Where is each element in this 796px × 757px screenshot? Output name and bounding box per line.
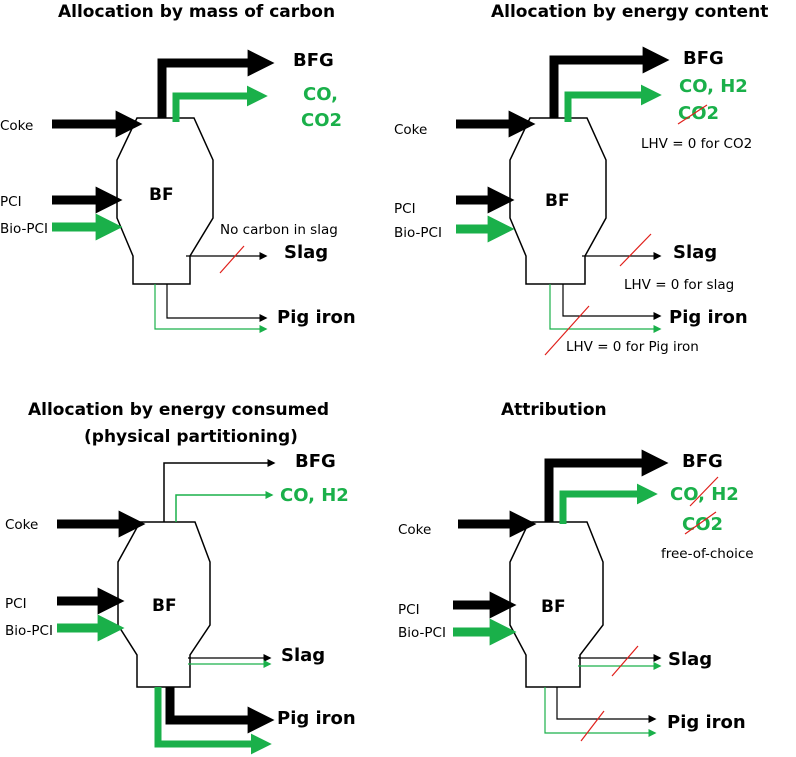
panel-title: Allocation by mass of carbon — [58, 2, 335, 22]
bfg-label: BFG — [682, 451, 723, 472]
furnace-label: BF — [541, 597, 566, 617]
pci-label: PCI — [0, 194, 22, 210]
energy-species-arrow — [175, 491, 274, 522]
bio-pci-label: Bio-PCI — [394, 225, 442, 241]
bio-pci-label: Bio-PCI — [398, 625, 446, 641]
furnace-label: BF — [545, 191, 570, 211]
co2-strike — [684, 511, 717, 535]
slag-strike — [619, 233, 652, 267]
panel-title: Allocation by energy content — [491, 2, 768, 22]
slag-label: Slag — [284, 242, 328, 263]
pig-iron-attributed-arrow — [544, 687, 657, 737]
pig-iron-energy-arrow — [154, 687, 272, 755]
pig-iron-strike — [580, 710, 605, 742]
furnace-label: BF — [149, 185, 174, 205]
pig-iron-arrow — [556, 687, 657, 723]
pig-iron-label: Pig iron — [669, 307, 748, 328]
coke-label: Coke — [398, 522, 431, 538]
slag-note: LHV = 0 for slag — [624, 277, 734, 293]
bio-pci-label: Bio-PCI — [5, 623, 53, 639]
pci-label: PCI — [398, 602, 420, 618]
pig-iron-carbon-arrow — [154, 284, 268, 333]
bfg-arrow — [549, 46, 670, 118]
panel-energy-content: Allocation by energy content BF Coke PCI… — [394, 2, 768, 356]
pig-iron-label: Pig iron — [277, 307, 356, 328]
pig-iron-arrow — [562, 284, 662, 320]
h2-strike — [689, 476, 719, 507]
pig-iron-carbon-arrow — [549, 284, 662, 333]
bfg-species-line-1: CO, — [303, 84, 338, 105]
bfg-note: free-of-choice — [661, 546, 754, 562]
coke-label: Coke — [0, 118, 33, 134]
slag-strike — [219, 245, 245, 274]
slag-note: No carbon in slag — [220, 222, 338, 238]
panel-title-line-2: (physical partitioning) — [84, 427, 298, 447]
panel-mass-of-carbon: Allocation by mass of carbon BF Coke PCI… — [0, 2, 356, 333]
panel-title: Attribution — [501, 400, 607, 420]
bfg-species-line-2: CO2 — [678, 103, 719, 124]
bfg-arrow — [163, 459, 276, 522]
energy-species-arrow — [564, 84, 662, 122]
bio-pci-label: Bio-PCI — [0, 221, 48, 237]
carbon-species-arrow — [172, 85, 268, 122]
bfg-arrow — [544, 449, 669, 522]
pig-iron-strike — [544, 305, 590, 356]
slag-label: Slag — [673, 242, 717, 263]
pig-iron-note: LHV = 0 for Pig iron — [566, 339, 699, 355]
bfg-species-line-1: CO, H2 — [670, 484, 739, 505]
bfg-note: LHV = 0 for CO2 — [641, 136, 752, 152]
furnace-label: BF — [152, 596, 177, 616]
attributed-species-arrow — [559, 483, 658, 524]
pig-iron-arrow — [165, 687, 275, 734]
slag-label: Slag — [281, 645, 325, 666]
panel-title-line-1: Allocation by energy consumed — [28, 400, 329, 420]
bfg-species-line-1: CO, H2 — [280, 485, 349, 506]
slag-label: Slag — [668, 649, 712, 670]
pig-iron-label: Pig iron — [277, 708, 356, 729]
bfg-label: BFG — [683, 48, 724, 69]
co2-strike — [677, 104, 708, 125]
panel-energy-consumed: Allocation by energy consumed (physical … — [5, 400, 356, 755]
bfg-species-line-1: CO, H2 — [679, 76, 748, 97]
pci-label: PCI — [5, 596, 27, 612]
coke-label: Coke — [5, 517, 38, 533]
bfg-label: BFG — [293, 50, 334, 71]
bfg-species-line-2: CO2 — [301, 110, 342, 131]
pci-label: PCI — [394, 201, 416, 217]
bfg-label: BFG — [295, 451, 336, 472]
pig-iron-arrow — [166, 284, 268, 322]
slag-strike — [611, 645, 639, 677]
panel-attribution: Attribution BF Coke PCI Bio-PCI BFG CO, … — [398, 400, 754, 742]
bfg-species-line-2: CO2 — [682, 514, 723, 535]
coke-label: Coke — [394, 122, 427, 138]
bfg-arrow — [157, 49, 275, 118]
pig-iron-label: Pig iron — [667, 712, 746, 733]
